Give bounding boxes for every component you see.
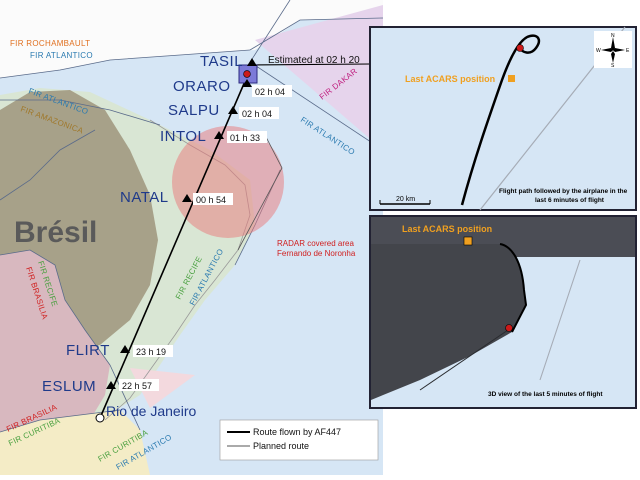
waypoint-natal-marker: [182, 194, 192, 202]
waypoint-markers: [106, 58, 257, 389]
natal-time-box: [193, 193, 233, 205]
waypoint-tasil-marker: [247, 58, 257, 66]
legend-planned-label: Planned route: [253, 441, 309, 451]
inset-top-caption-line1: Flight path followed by the airplane in …: [499, 188, 628, 195]
land-south: [0, 410, 150, 475]
fir-atlantico-top-label: FIR ATLANTICO: [30, 51, 93, 60]
waypoint-eslum-label: ESLUM: [42, 378, 96, 395]
compass-w: W: [596, 48, 601, 54]
waypoint-salpu-label: SALPU: [168, 102, 220, 119]
oraro-time: 02 h 04: [255, 87, 285, 97]
waypoint-oraro-marker: [242, 79, 252, 87]
country-label: Brésil: [14, 216, 97, 249]
compass-e: E: [626, 48, 630, 54]
compass-north-arrow: [611, 37, 615, 51]
legend-flown-label: Route flown by AF447: [253, 427, 341, 437]
eslum-time: 22 h 57: [122, 381, 152, 391]
inset-top-acars-label: Last ACARS position: [405, 74, 495, 84]
compass-south-arrow: [611, 51, 615, 63]
radar-label-line1: RADAR covered area: [277, 239, 354, 248]
legend: Route flown by AF447 Planned route: [219, 419, 379, 461]
waypoint-salpu-marker: [228, 106, 238, 114]
legend-box: [219, 419, 379, 461]
inset-bottom-acars-label: Last ACARS position: [402, 224, 492, 234]
inset-bottom-caption: 3D view of the last 5 minutes of flight: [488, 391, 603, 398]
inset-bottom-crash-point: [505, 324, 513, 332]
compass-s: S: [611, 63, 615, 69]
scale-bar-label: 20 km: [396, 196, 415, 203]
compass-n: N: [611, 33, 615, 39]
waypoint-eslum-marker: [106, 381, 116, 389]
land-brasilia-fir: [0, 250, 110, 455]
eslum-time-box: [119, 379, 159, 391]
inset-3d-view: Last ACARS position 3D view of the last …: [369, 215, 637, 409]
waypoint-tasil-label: TASIL: [200, 53, 243, 70]
fir-pink-triangle: [130, 368, 195, 408]
compass-west-arrow: [601, 48, 613, 52]
natal-time: 00 h 54: [196, 195, 226, 205]
waypoint-natal-label: NATAL: [120, 189, 169, 206]
waypoint-oraro-label: ORARO: [173, 78, 231, 95]
city-label: Rio de Janeiro: [106, 403, 196, 419]
waypoint-flirt-label: FLIRT: [66, 342, 110, 359]
last-position-dot: [243, 70, 251, 78]
waypoint-time-boxes: [119, 85, 292, 391]
waypoint-intol-label: INTOL: [160, 128, 206, 145]
compass-east-arrow: [613, 48, 625, 52]
radar-coverage-area: [172, 126, 284, 238]
fir-rochambault-zone: [0, 0, 383, 78]
route-flown-line: [99, 64, 253, 419]
oraro-time-box: [252, 85, 292, 97]
salpu-time-box: [239, 107, 279, 119]
waypoint-intol-marker: [214, 131, 224, 139]
inset-3d-ground-track: [419, 329, 509, 391]
inset-top-frame: [369, 26, 637, 211]
flirt-time: 23 h 19: [136, 347, 166, 357]
estimated-leader-line: [251, 63, 371, 66]
intol-time: 01 h 33: [230, 133, 260, 143]
radar-label-line2: Fernando de Noronha: [277, 249, 356, 258]
inset-3d-flight-path: [499, 243, 528, 333]
fir-dakar-zone: [255, 5, 383, 150]
intol-time-box: [227, 131, 267, 143]
rio-city-marker: [95, 413, 105, 423]
inset-top-crash-point: [516, 44, 524, 52]
salpu-time: 02 h 04: [242, 109, 272, 119]
estimated-position-label: Estimated at 02 h 20: [268, 55, 360, 66]
inset-flight-path: Last ACARS position 20 km Flight path fo…: [369, 26, 637, 211]
inset-3d-curtain: [371, 244, 526, 400]
flirt-time-box: [133, 345, 173, 357]
fir-rochambault-label: FIR ROCHAMBAULT: [10, 39, 90, 48]
inset-bottom-planned-route: [539, 259, 581, 381]
waypoint-flirt-marker: [120, 345, 130, 353]
inset-top-flight-path: [460, 34, 541, 206]
inset-bottom-acars-marker: [463, 236, 473, 246]
inset-top-acars-marker: [508, 75, 515, 82]
inset-top-caption-line2: last 6 minutes of flight: [535, 197, 605, 204]
compass-rose: N S W E: [594, 31, 632, 69]
